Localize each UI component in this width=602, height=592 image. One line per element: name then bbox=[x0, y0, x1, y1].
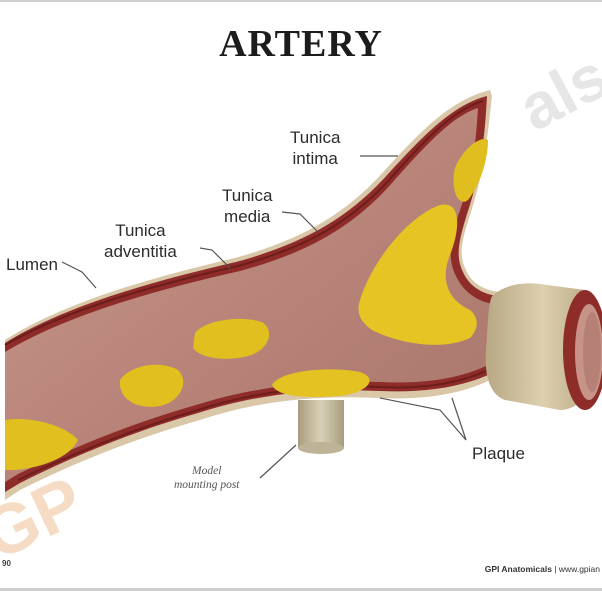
label-mounting-post-line-2: mounting post bbox=[174, 478, 240, 492]
label-tunica-intima-line-1: Tunica bbox=[290, 127, 340, 148]
mounting-post bbox=[298, 400, 344, 454]
label-tunica-adventitia-line-1: Tunica bbox=[104, 220, 177, 241]
label-tunica-adventitia-line-2: adventitia bbox=[104, 241, 177, 262]
label-tunica-intima: Tunica intima bbox=[290, 127, 340, 169]
vessel-cut-end bbox=[486, 283, 602, 410]
label-tunica-media-line-2: media bbox=[222, 206, 272, 227]
label-tunica-media: Tunica media bbox=[222, 185, 272, 227]
footer-brand-name: GPI Anatomicals bbox=[485, 564, 552, 574]
footer-brand: GPI Anatomicals | www.gpian bbox=[485, 564, 600, 574]
label-tunica-adventitia: Tunica adventitia bbox=[104, 220, 177, 262]
footer-website: www.gpian bbox=[559, 564, 600, 574]
label-mounting-post-line-1: Model bbox=[174, 464, 240, 478]
footer-left-code: 90 bbox=[2, 559, 11, 568]
label-tunica-media-line-1: Tunica bbox=[222, 185, 272, 206]
label-tunica-intima-line-2: intima bbox=[290, 148, 340, 169]
label-plaque: Plaque bbox=[472, 443, 525, 464]
label-lumen: Lumen bbox=[6, 254, 58, 275]
label-mounting-post: Model mounting post bbox=[174, 464, 240, 492]
